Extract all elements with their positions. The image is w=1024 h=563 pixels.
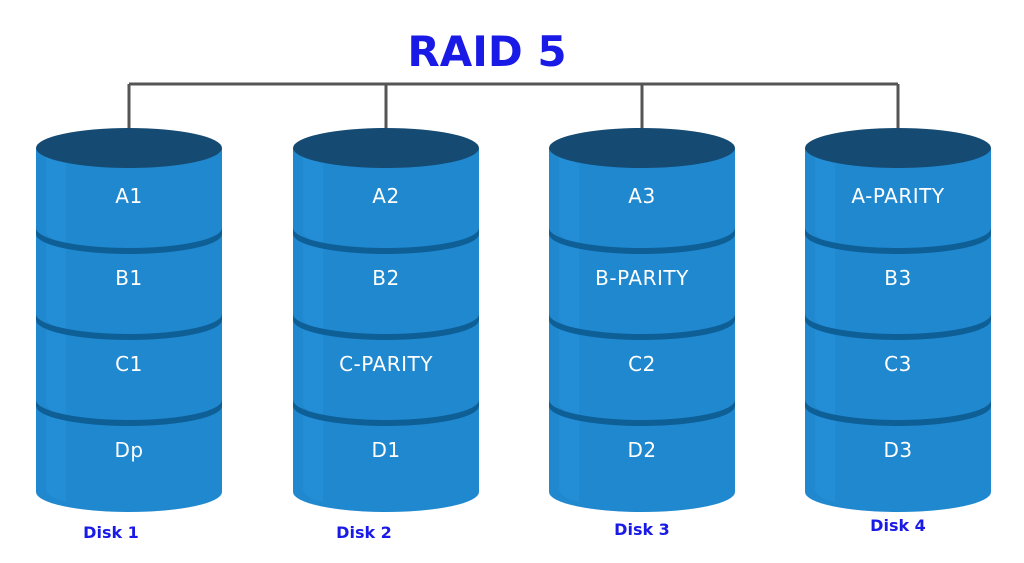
segment-body	[805, 148, 991, 254]
segment-body	[805, 320, 991, 426]
disk-label-4: Disk 4	[870, 516, 926, 535]
segment-rim	[293, 400, 479, 426]
segment-body	[805, 406, 991, 512]
segment-label: D3	[883, 438, 912, 462]
disk-3-segment-3: C2	[549, 320, 735, 426]
disk-2-segment-1: A2	[293, 148, 479, 254]
segment-label: D2	[627, 438, 656, 462]
segment-rim	[805, 228, 991, 254]
segment-label: A-PARITY	[851, 184, 944, 208]
segment-body	[293, 320, 479, 426]
segment-label: B3	[884, 266, 911, 290]
disk-1-segment-1: A1	[36, 148, 222, 254]
segment-highlight	[559, 324, 579, 416]
disk-3: D2 C2 B-PARITY A3	[549, 128, 735, 512]
segment-body	[805, 234, 991, 340]
diagram-title: RAID 5	[407, 27, 566, 76]
segment-body	[293, 148, 479, 254]
segment-body	[549, 148, 735, 254]
disk-top-cap	[36, 128, 222, 168]
segment-highlight	[46, 324, 66, 416]
segment-body	[36, 234, 222, 340]
segment-highlight	[815, 238, 835, 330]
segment-label: D1	[371, 438, 400, 462]
disk-1-segment-2: B1	[36, 234, 222, 340]
disk-label-1: Disk 1	[83, 523, 139, 542]
segment-highlight	[303, 238, 323, 330]
disk-4-segment-2: B3	[805, 234, 991, 340]
segment-rim	[805, 314, 991, 340]
segment-highlight	[559, 152, 579, 244]
segment-body	[36, 148, 222, 254]
segment-highlight	[559, 238, 579, 330]
disk-label-2: Disk 2	[336, 523, 392, 542]
segment-label: A3	[628, 184, 655, 208]
segment-label: C3	[884, 352, 912, 376]
segment-highlight	[46, 238, 66, 330]
segment-label: C2	[628, 352, 656, 376]
segment-highlight	[559, 410, 579, 502]
disk-3-segment-4: D2	[549, 406, 735, 512]
segment-highlight	[303, 410, 323, 502]
segment-highlight	[815, 410, 835, 502]
disk-2-segment-2: B2	[293, 234, 479, 340]
disk-2-segment-4: D1	[293, 406, 479, 512]
segment-body	[36, 406, 222, 512]
segment-label: B2	[372, 266, 399, 290]
disk-label-3: Disk 3	[614, 520, 670, 539]
segment-rim	[549, 314, 735, 340]
segment-rim	[293, 314, 479, 340]
disk-2: D1 C-PARITY B2 A2	[293, 128, 479, 512]
disk-4-segment-1: A-PARITY	[805, 148, 991, 254]
segment-body	[549, 406, 735, 512]
disk-1: Dp C1 B1 A1	[36, 128, 222, 512]
segment-label: B-PARITY	[595, 266, 689, 290]
disk-4-segment-3: C3	[805, 320, 991, 426]
segment-label: A1	[115, 184, 142, 208]
disk-2-segment-3: C-PARITY	[293, 320, 479, 426]
segment-rim	[36, 228, 222, 254]
segment-body	[36, 320, 222, 426]
disk-3-segment-2: B-PARITY	[549, 234, 735, 340]
segment-label: A2	[372, 184, 399, 208]
segment-rim	[805, 400, 991, 426]
segment-label: C1	[115, 352, 143, 376]
disk-top-cap	[549, 128, 735, 168]
segment-rim	[549, 228, 735, 254]
disk-1-segment-3: C1	[36, 320, 222, 426]
segment-label: Dp	[114, 438, 143, 462]
disk-top-cap	[805, 128, 991, 168]
segment-body	[293, 234, 479, 340]
disk-4: D3 C3 B3 A-PARITY	[805, 128, 991, 512]
disk-4-segment-4: D3	[805, 406, 991, 512]
connector-lines	[127, 82, 900, 146]
segment-highlight	[815, 324, 835, 416]
segment-body	[549, 234, 735, 340]
disk-3-segment-1: A3	[549, 148, 735, 254]
segment-body	[293, 406, 479, 512]
segment-highlight	[815, 152, 835, 244]
segment-highlight	[46, 410, 66, 502]
segment-highlight	[46, 152, 66, 244]
segment-rim	[36, 400, 222, 426]
segment-label: B1	[115, 266, 142, 290]
segment-highlight	[303, 152, 323, 244]
segment-label: C-PARITY	[339, 352, 433, 376]
disk-top-cap	[293, 128, 479, 168]
segment-body	[549, 320, 735, 426]
segment-highlight	[303, 324, 323, 416]
segment-rim	[549, 400, 735, 426]
segment-rim	[36, 314, 222, 340]
segment-rim	[293, 228, 479, 254]
disk-1-segment-4: Dp	[36, 406, 222, 512]
